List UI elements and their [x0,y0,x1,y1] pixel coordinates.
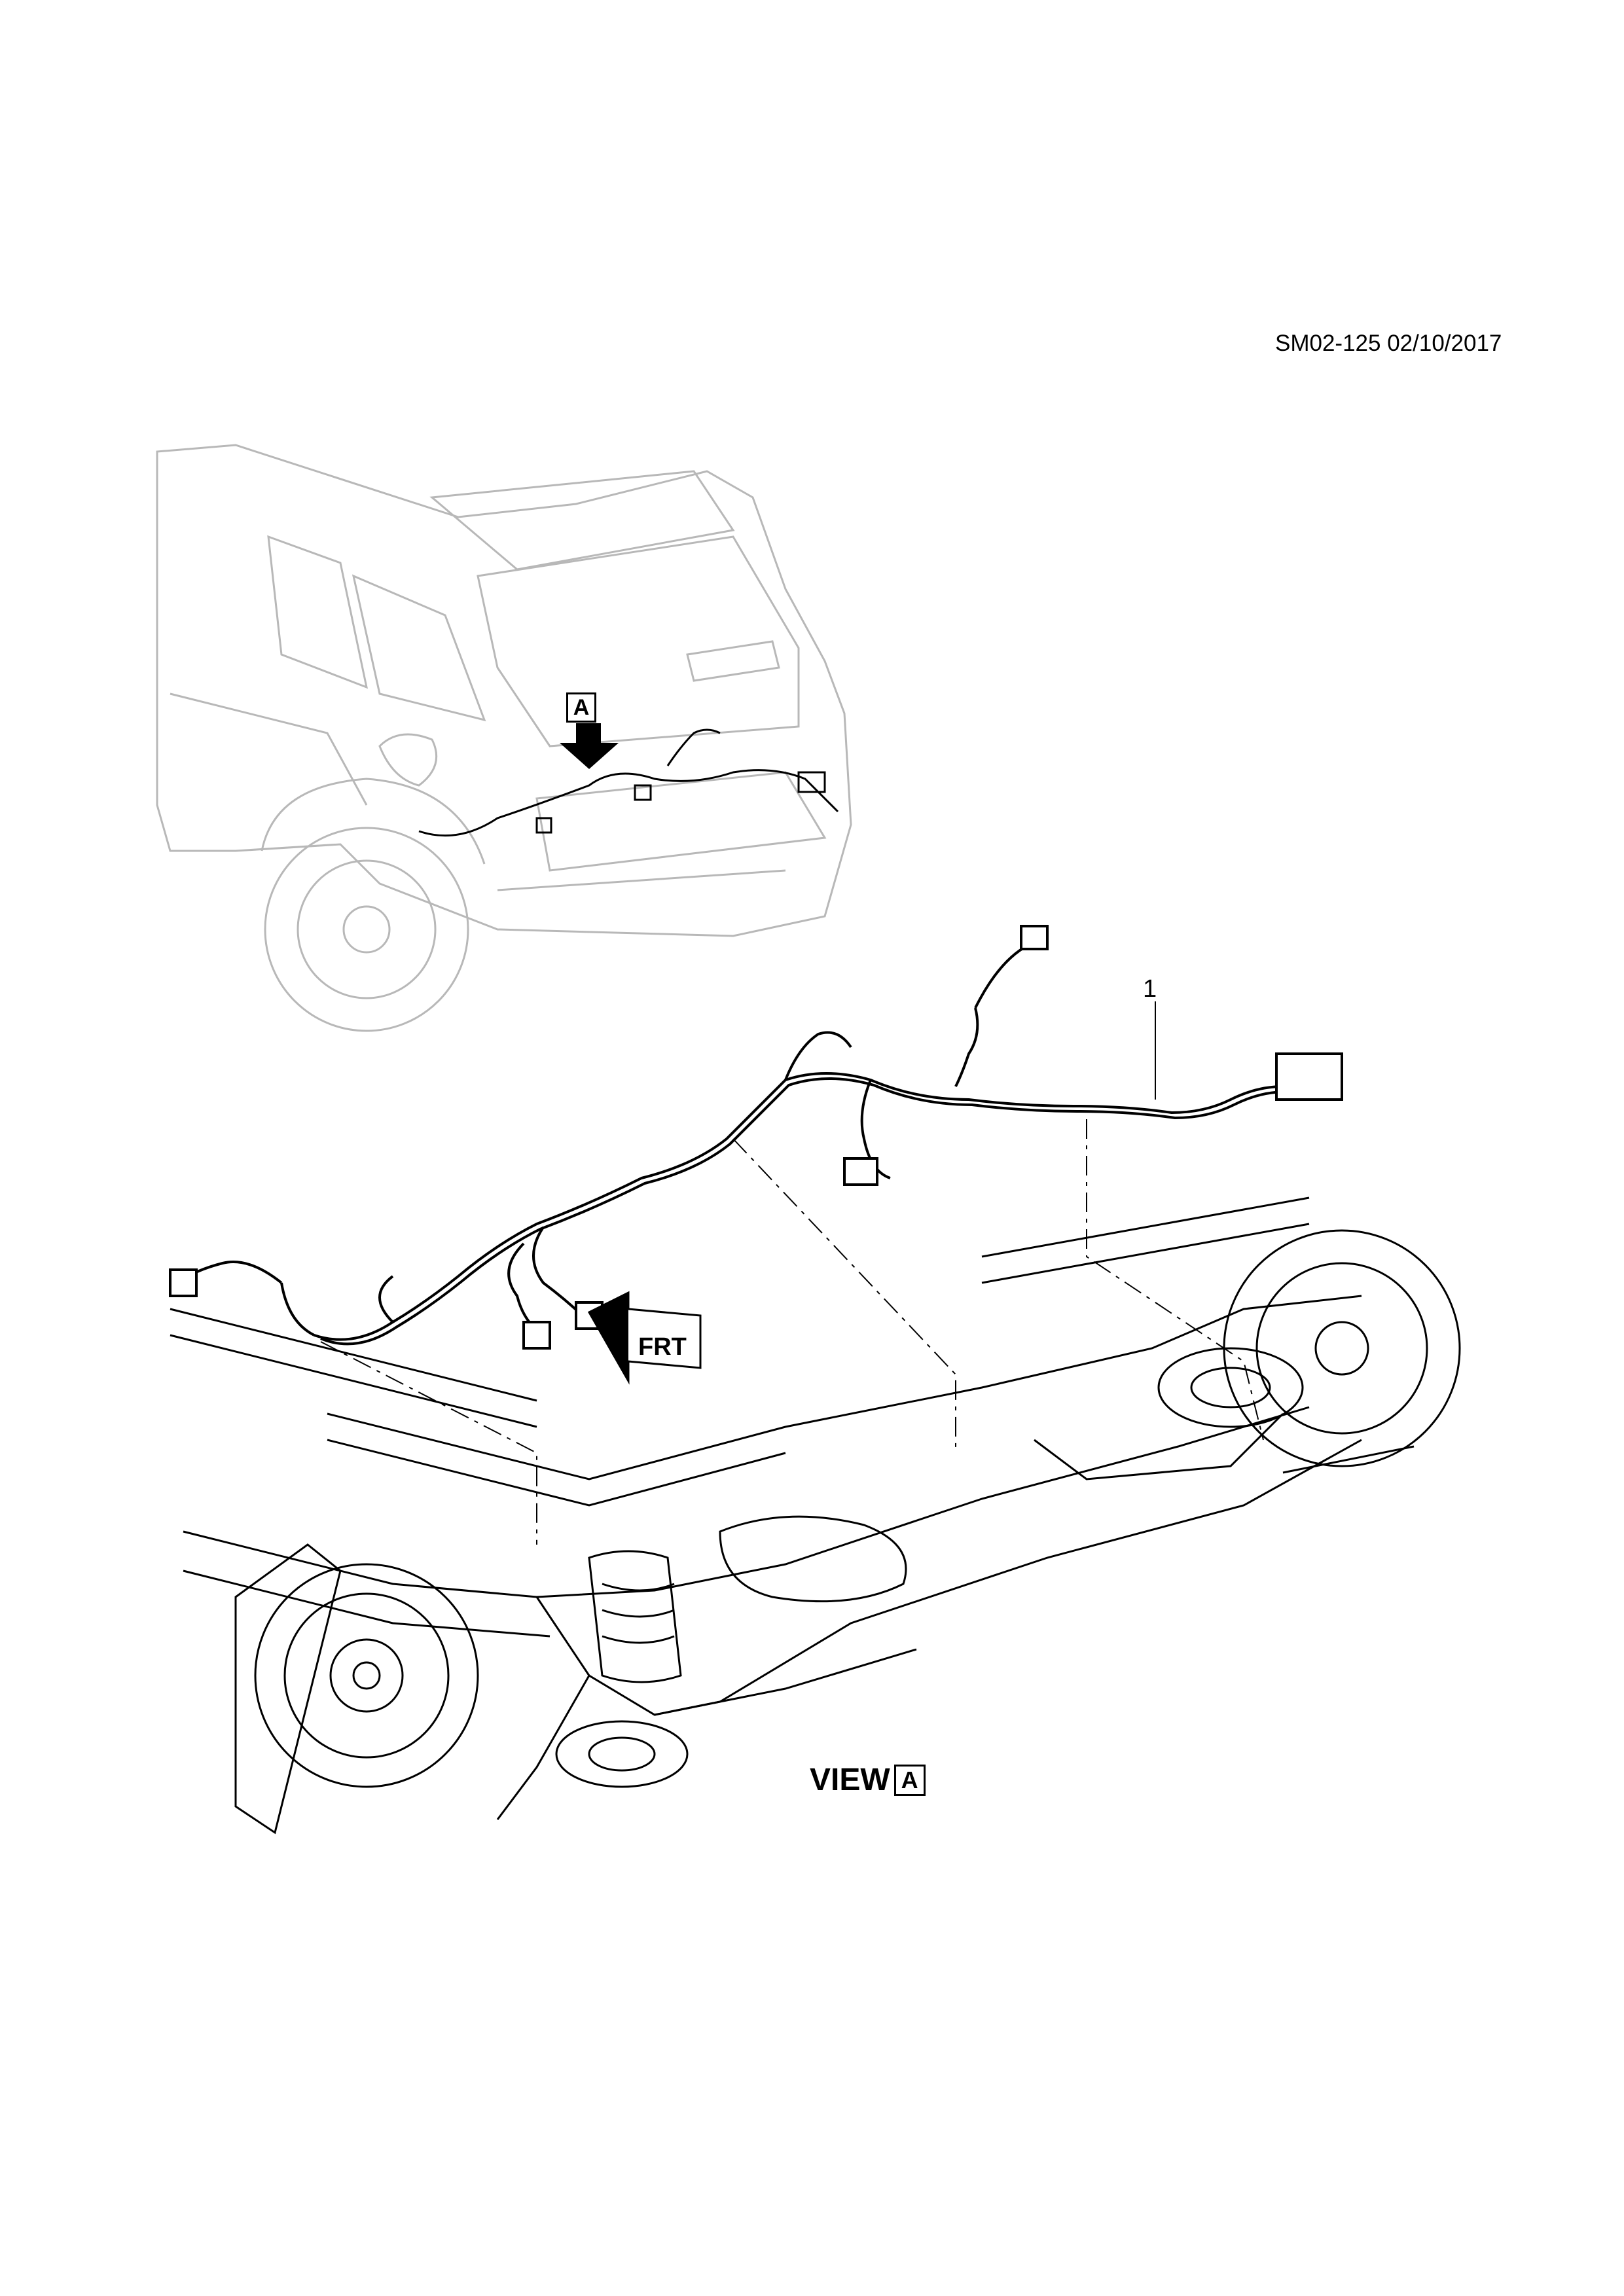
item-number: 1 [1143,975,1157,1003]
view-marker-badge: A [566,692,596,723]
rear-subframe [170,1196,1461,1835]
diagram-code: SM02-125 02/10/2017 [1275,331,1502,356]
projection-lines [320,1119,1264,1545]
view-word: VIEW [810,1763,890,1797]
vehicle-harness [418,728,839,837]
view-arrow-icon [560,723,619,769]
vehicle-silhouette [156,444,852,1032]
view-letter-box: A [893,1764,926,1796]
main-harness [169,925,1343,1350]
view-label: VIEW A [810,1762,926,1798]
